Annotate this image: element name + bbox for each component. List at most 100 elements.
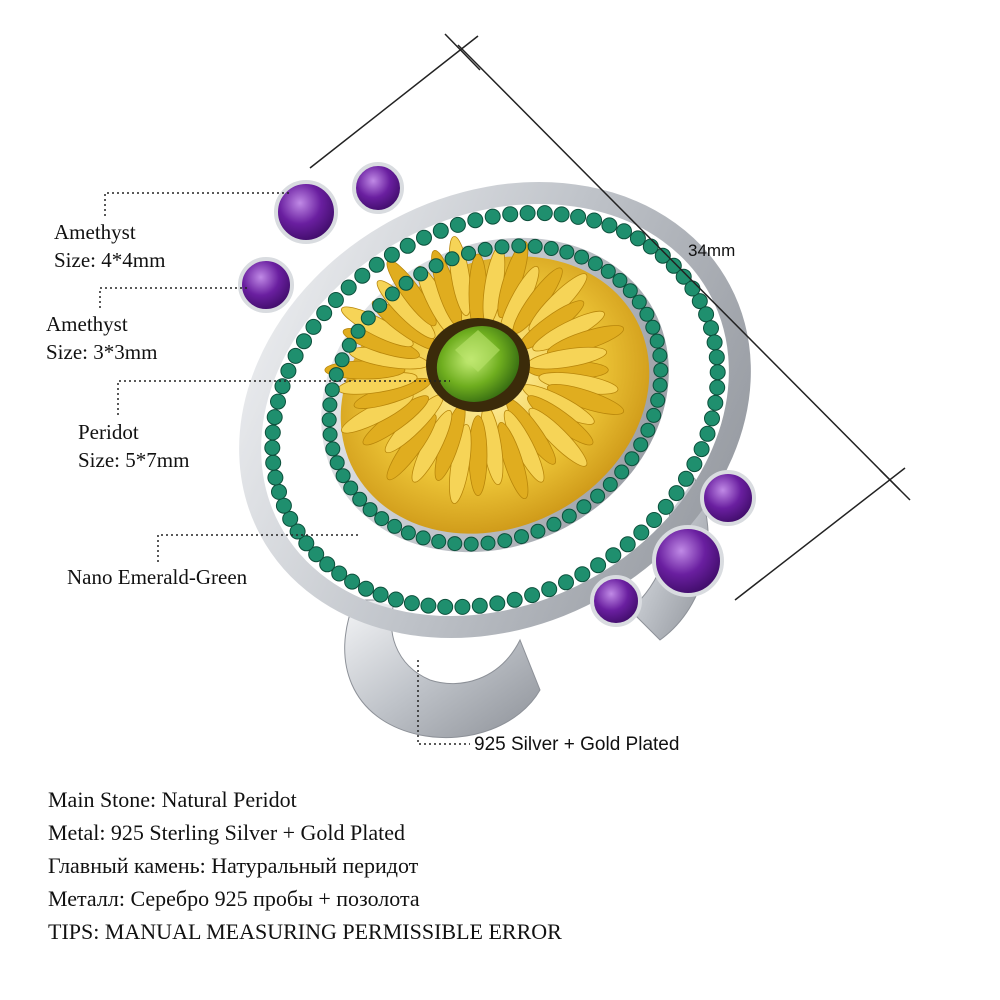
info-main-stone: Main Stone: Natural Peridot: [48, 787, 297, 812]
emerald-stone: [265, 454, 282, 471]
emerald-stone: [325, 441, 341, 457]
amethyst-large-label: Amethyst Size: 4*4mm: [54, 218, 165, 274]
amethyst-large-size: Size: 4*4mm: [54, 248, 166, 272]
emerald-stone: [614, 464, 630, 480]
emerald-stone: [646, 407, 662, 423]
emerald-stone: [416, 229, 432, 246]
emerald-stone: [280, 362, 297, 379]
emerald-stone: [602, 477, 618, 492]
emerald-stone: [546, 516, 562, 532]
emerald-stone: [631, 294, 647, 310]
peridot-size: Size: 5*7mm: [78, 448, 190, 472]
emerald-stone: [586, 212, 603, 229]
emerald-stone: [343, 480, 359, 496]
emerald-stone: [403, 595, 420, 612]
emerald-stone: [691, 293, 708, 310]
emerald-stone: [350, 323, 366, 339]
emerald-stone: [305, 318, 322, 335]
emerald-stone: [471, 597, 488, 614]
emerald-stone: [287, 347, 304, 364]
emerald-stone: [322, 427, 338, 442]
amethyst-small-size: Size: 3*3mm: [46, 340, 158, 364]
emerald-stone: [264, 439, 281, 456]
emerald-stone: [467, 212, 484, 229]
emerald-stone: [431, 534, 447, 549]
emerald-stone: [322, 397, 338, 413]
emerald-stone: [340, 279, 357, 296]
emerald-stone: [432, 222, 449, 239]
emerald-stone: [331, 565, 348, 582]
info-metal-ru: Металл: Серебро 925 пробы + позолота: [48, 886, 420, 911]
emerald-stone: [398, 275, 414, 291]
emerald-stone: [558, 574, 574, 591]
emerald-stone: [653, 362, 669, 378]
petal: [341, 306, 414, 348]
petal: [546, 383, 625, 415]
emerald-stone: [360, 310, 376, 326]
amethyst-stones: [238, 162, 756, 627]
emerald-stone: [319, 556, 336, 573]
emerald-stone: [645, 319, 661, 335]
emerald-stone: [675, 268, 692, 285]
emerald-stone: [271, 483, 287, 500]
emerald-stone: [587, 256, 603, 272]
emerald-stone: [463, 536, 479, 552]
emerald-stone: [652, 377, 668, 393]
emerald-stone: [449, 216, 466, 233]
emerald-stone: [612, 272, 628, 288]
emerald-stone: [296, 333, 312, 350]
info-metal: Metal: 925 Sterling Silver + Gold Plated: [48, 820, 406, 845]
emerald-stone: [665, 257, 682, 274]
emerald-stone: [270, 393, 286, 410]
emerald-stone: [639, 306, 655, 322]
emerald-stone: [372, 586, 389, 603]
callout-leaders: [99, 192, 470, 745]
emerald-stone: [321, 412, 337, 428]
emerald-stone: [358, 580, 374, 597]
emerald-stone: [383, 246, 400, 263]
emerald-stone: [334, 352, 350, 368]
emerald-stone: [574, 249, 590, 265]
emerald-stone: [329, 455, 345, 471]
emerald-stone: [415, 530, 431, 546]
emerald-stone: [506, 591, 523, 608]
dimension-label: 34mm: [688, 241, 736, 260]
emerald-stone: [649, 333, 665, 349]
emerald-stone: [374, 511, 390, 527]
emerald-stone: [494, 239, 510, 255]
info-tips: TIPS: MANUAL MEASURING PERMISSIBLE ERROR: [48, 919, 562, 944]
emerald-stone: [514, 529, 529, 545]
emerald-stone: [447, 536, 463, 552]
emerald-stone: [352, 491, 368, 507]
emerald-stone: [362, 502, 378, 518]
emerald-stone: [605, 547, 622, 564]
emerald-stone: [668, 485, 685, 502]
emerald-stone: [559, 244, 575, 260]
emerald-stone: [704, 410, 720, 427]
emerald-stone: [698, 306, 715, 323]
emerald-stone: [633, 437, 649, 453]
emerald-stone: [275, 497, 292, 514]
emerald-pave: [264, 205, 726, 615]
emerald-stone: [497, 533, 513, 549]
emerald-stone: [324, 382, 340, 398]
emerald-stone: [541, 581, 558, 598]
emerald-stone: [316, 305, 333, 322]
emerald-stone: [678, 470, 694, 487]
emerald-stone: [706, 334, 723, 351]
emerald-stone: [372, 298, 388, 313]
emerald-stone: [274, 378, 291, 395]
emerald-stone: [574, 566, 591, 583]
emerald-stone: [354, 267, 371, 284]
dimension-line: [309, 33, 911, 601]
petal: [528, 407, 588, 467]
emerald-stone: [686, 456, 703, 473]
emerald-stone: [543, 241, 559, 256]
petal: [468, 415, 488, 497]
emerald-stone: [561, 508, 577, 524]
nano-label: Nano Emerald-Green: [67, 565, 248, 589]
emerald-stone: [590, 488, 606, 504]
emerald-stone: [650, 392, 666, 408]
emerald-stone: [646, 512, 663, 528]
